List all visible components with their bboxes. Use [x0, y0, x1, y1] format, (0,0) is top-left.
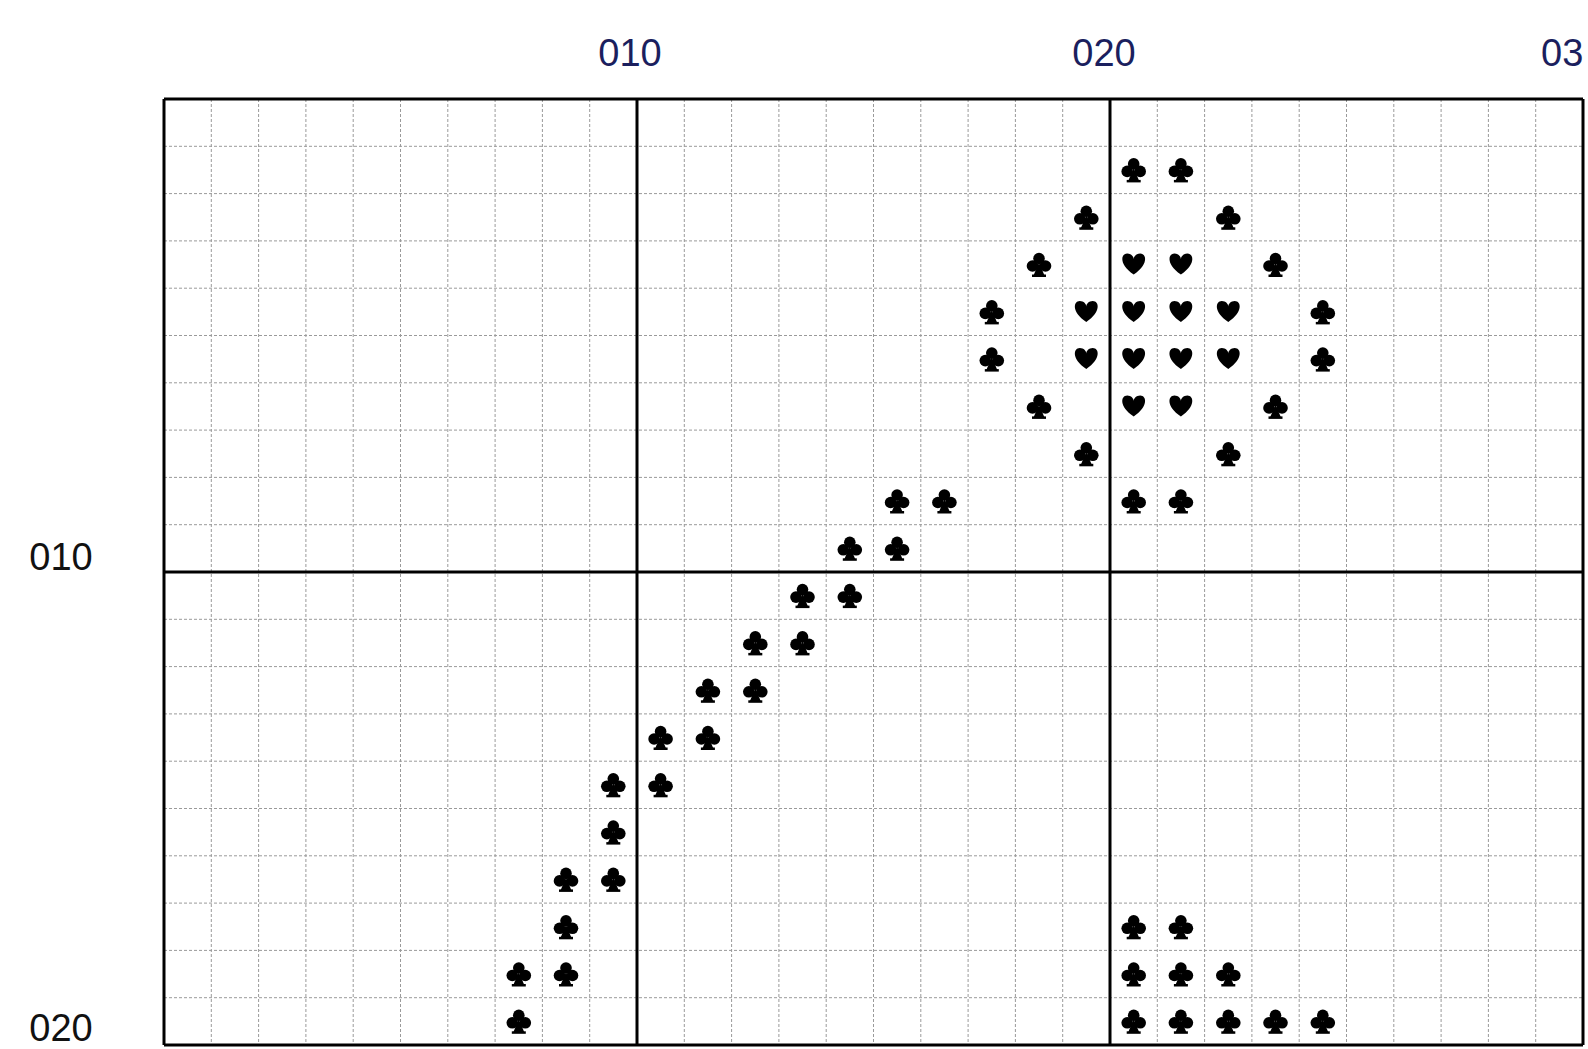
club-stitch-symbol: [1121, 962, 1146, 986]
club-stitch-symbol: [1216, 1010, 1241, 1034]
heart-stitch-symbol: [1217, 301, 1240, 322]
club-stitch-symbol: [507, 962, 532, 986]
minor-grid-line: [164, 903, 1583, 904]
minor-grid-line: [164, 997, 1583, 998]
club-stitch-symbol: [1169, 489, 1194, 513]
club-stitch-symbol: [507, 1010, 532, 1034]
club-stitch-symbol: [1169, 962, 1194, 986]
heart-stitch-symbol: [1122, 395, 1145, 416]
axis-number: 010: [598, 34, 661, 72]
club-stitch-symbol: [932, 489, 957, 513]
club-stitch-symbol: [648, 773, 673, 797]
club-stitch-symbol: [554, 915, 579, 939]
club-stitch-symbol: [1263, 395, 1288, 419]
club-stitch-symbol: [1121, 1010, 1146, 1034]
minor-grid-line: [164, 477, 1583, 478]
minor-grid-line: [164, 240, 1583, 241]
minor-grid-line: [164, 950, 1583, 951]
club-stitch-symbol: [601, 820, 626, 844]
club-stitch-symbol: [1311, 347, 1336, 371]
club-stitch-symbol: [790, 584, 815, 608]
club-stitch-symbol: [1121, 489, 1146, 513]
club-stitch-symbol: [1074, 442, 1099, 466]
minor-grid-line: [164, 335, 1583, 336]
axis-number: 010: [29, 538, 92, 576]
heart-stitch-symbol: [1075, 301, 1098, 322]
major-grid-line: [164, 1044, 1583, 1047]
club-stitch-symbol: [838, 584, 863, 608]
club-stitch-symbol: [554, 962, 579, 986]
major-grid-line: [164, 571, 1583, 574]
minor-grid-line: [164, 146, 1583, 147]
axis-number: 020: [29, 1009, 92, 1047]
heart-stitch-symbol: [1122, 301, 1145, 322]
club-stitch-symbol: [1121, 915, 1146, 939]
heart-stitch-symbol: [1075, 348, 1098, 369]
club-stitch-symbol: [1216, 962, 1241, 986]
club-stitch-symbol: [554, 868, 579, 892]
club-stitch-symbol: [980, 300, 1005, 324]
heart-stitch-symbol: [1169, 348, 1192, 369]
club-stitch-symbol: [1216, 206, 1241, 230]
minor-grid-line: [164, 288, 1583, 289]
club-stitch-symbol: [980, 347, 1005, 371]
club-stitch-symbol: [696, 679, 721, 703]
club-stitch-symbol: [838, 537, 863, 561]
club-stitch-symbol: [696, 726, 721, 750]
minor-grid-line: [164, 761, 1583, 762]
club-stitch-symbol: [1311, 300, 1336, 324]
club-stitch-symbol: [1027, 253, 1052, 277]
club-stitch-symbol: [1216, 442, 1241, 466]
club-stitch-symbol: [1311, 1010, 1336, 1034]
club-stitch-symbol: [1027, 395, 1052, 419]
axis-number: 03: [1541, 34, 1583, 72]
heart-stitch-symbol: [1122, 348, 1145, 369]
heart-stitch-symbol: [1217, 348, 1240, 369]
club-stitch-symbol: [601, 868, 626, 892]
club-stitch-symbol: [601, 773, 626, 797]
club-stitch-symbol: [790, 631, 815, 655]
minor-grid-line: [164, 382, 1583, 383]
minor-grid-line: [164, 619, 1583, 620]
club-stitch-symbol: [1169, 158, 1194, 182]
minor-grid-line: [164, 713, 1583, 714]
club-stitch-symbol: [1169, 1010, 1194, 1034]
minor-grid-line: [164, 855, 1583, 856]
club-stitch-symbol: [648, 726, 673, 750]
club-stitch-symbol: [1263, 1010, 1288, 1034]
club-stitch-symbol: [1121, 158, 1146, 182]
club-stitch-symbol: [885, 537, 910, 561]
heart-stitch-symbol: [1169, 254, 1192, 275]
club-stitch-symbol: [1169, 915, 1194, 939]
club-stitch-symbol: [1263, 253, 1288, 277]
heart-stitch-symbol: [1122, 254, 1145, 275]
minor-grid-line: [164, 666, 1583, 667]
minor-grid-line: [164, 524, 1583, 525]
heart-stitch-symbol: [1169, 301, 1192, 322]
club-stitch-symbol: [743, 631, 768, 655]
club-stitch-symbol: [743, 679, 768, 703]
heart-stitch-symbol: [1169, 395, 1192, 416]
minor-grid-line: [164, 430, 1583, 431]
major-grid-line: [164, 98, 1583, 101]
club-stitch-symbol: [1074, 206, 1099, 230]
club-stitch-symbol: [885, 489, 910, 513]
minor-grid-line: [164, 808, 1583, 809]
minor-grid-line: [164, 193, 1583, 194]
axis-number: 020: [1072, 34, 1135, 72]
